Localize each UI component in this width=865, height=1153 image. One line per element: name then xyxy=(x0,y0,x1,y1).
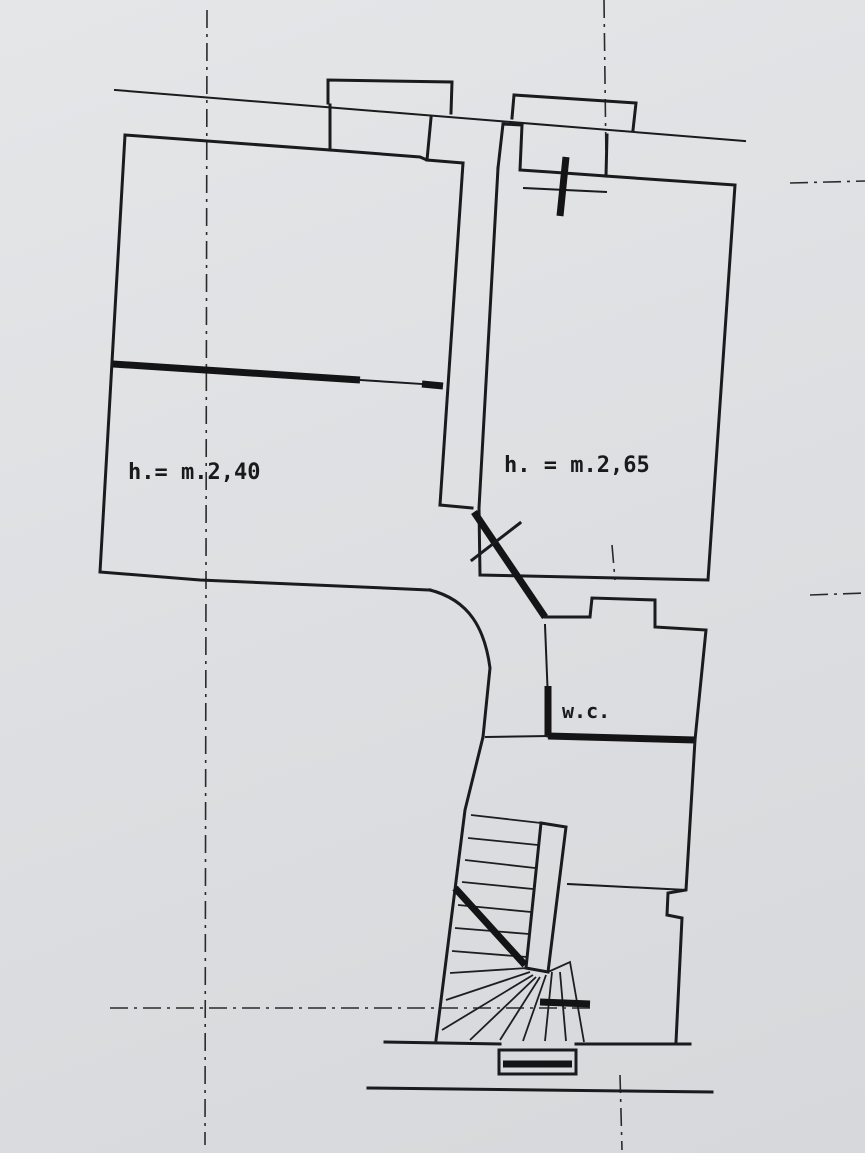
wc-outline xyxy=(543,596,708,742)
stair-hall-right-wall xyxy=(665,738,697,1044)
passage xyxy=(428,588,550,739)
facade-line-top xyxy=(113,88,747,143)
door-right-room xyxy=(469,510,548,619)
left-room-outline xyxy=(98,103,432,592)
corridor-top xyxy=(425,116,524,170)
corridor-left-wall xyxy=(438,161,465,507)
street-line-bottom xyxy=(366,1086,714,1094)
facade-top xyxy=(113,78,747,143)
right-room-outline xyxy=(477,166,737,582)
axis-lines xyxy=(110,0,865,1151)
wc-room xyxy=(484,596,708,744)
wc-wall-bottom xyxy=(547,732,696,744)
right-room-height-label: h. = m.2,65 xyxy=(504,453,650,478)
axis-vertical-middle xyxy=(603,0,607,161)
corridor-top-left xyxy=(425,116,433,162)
door-leaf xyxy=(471,510,548,619)
left-room-height-label: h.= m.2,40 xyxy=(128,460,260,485)
staircase xyxy=(441,814,591,1043)
left-room-partition-end xyxy=(421,380,444,390)
door-cross xyxy=(469,520,523,563)
window-bay-2 xyxy=(510,93,638,132)
stair-stringer xyxy=(524,821,568,974)
stair-hall xyxy=(366,735,714,1094)
axis-horizontal-right xyxy=(789,180,865,184)
right-room xyxy=(477,123,737,582)
corridor-left-bottom xyxy=(438,503,474,510)
left-room-top-wall xyxy=(328,148,465,165)
axis-vertical-right-low xyxy=(611,544,616,581)
left-room xyxy=(98,103,474,592)
stair-landing-line xyxy=(539,998,591,1008)
stair-hall-left-wall xyxy=(434,735,485,1042)
right-room-niche xyxy=(518,123,609,178)
stair-hall-mid-line xyxy=(566,882,688,892)
wc-corridor-line xyxy=(484,734,550,739)
axis-horizontal-right-mid xyxy=(809,592,865,596)
stair-direction-arrow xyxy=(452,885,528,968)
left-room-partition-thin xyxy=(358,378,424,386)
left-room-partition xyxy=(112,360,361,384)
entrance-door xyxy=(497,1048,578,1076)
passage-curve-left xyxy=(428,588,492,739)
corridor-top-right xyxy=(496,122,524,170)
wc-label: w.c. xyxy=(562,699,610,723)
axis-vertical-left xyxy=(204,9,208,1146)
axis-vertical-bottom xyxy=(619,1074,623,1151)
right-room-niche-door xyxy=(556,156,570,217)
entrance-line-left xyxy=(383,1040,502,1046)
window-bay-1 xyxy=(326,78,454,115)
